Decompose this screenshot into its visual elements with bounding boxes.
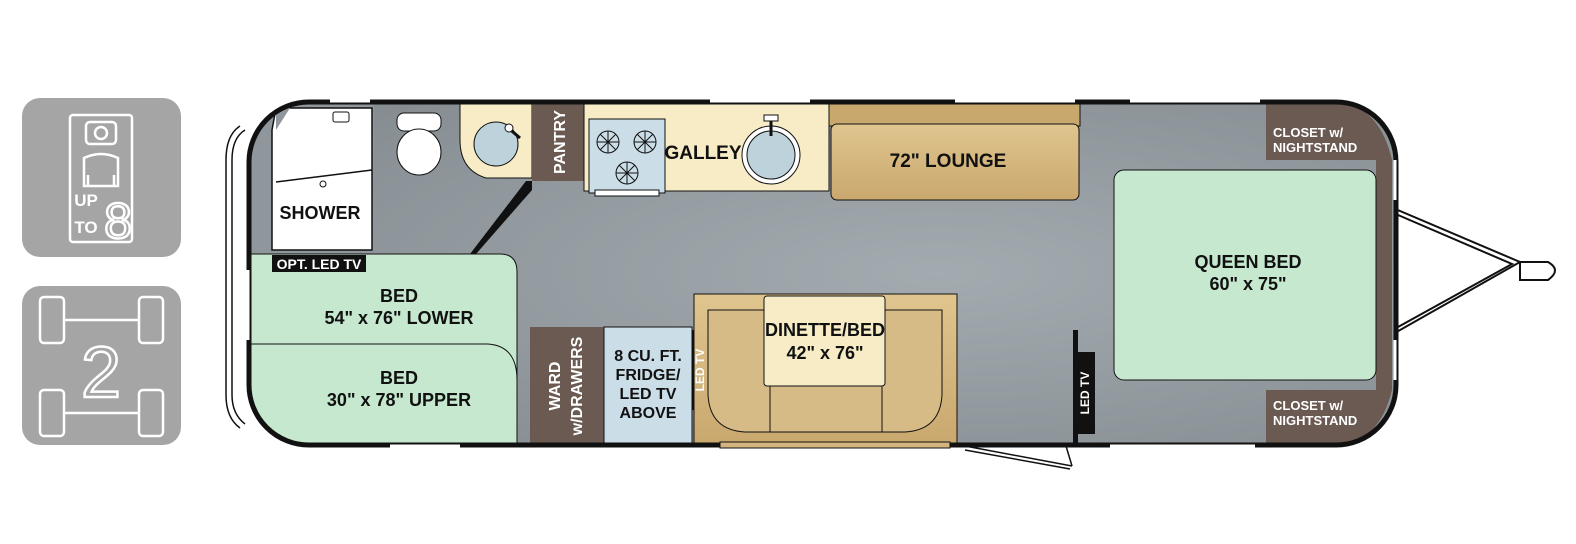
- ward-label-1: WARD: [547, 362, 564, 411]
- lounge: [830, 123, 1080, 201]
- fridge: [603, 326, 693, 445]
- pantry: [532, 102, 584, 181]
- wardrobe: [530, 327, 604, 445]
- closet-top-label-1: CLOSET w/: [1273, 125, 1343, 140]
- cooktop-icon: [588, 118, 666, 197]
- dinette-size: 42" x 76": [786, 343, 863, 363]
- closet-bottom: [1266, 390, 1392, 445]
- galley-label: GALLEY: [664, 143, 741, 164]
- pantry-label: PANTRY: [552, 110, 569, 174]
- queen-bed: [1113, 169, 1377, 381]
- windows: [246, 99, 1397, 448]
- trailer-interior: [249, 102, 1396, 445]
- entry-door: [964, 445, 1073, 470]
- galley-sink-icon: [741, 114, 801, 185]
- right-led-tv-label: LED TV: [1078, 372, 1092, 415]
- rear-bumper: [225, 125, 246, 429]
- shower: [271, 107, 373, 251]
- fridge-label-2: FRIDGE/: [616, 367, 681, 384]
- fridge-led-tv-label: LED TV: [693, 349, 707, 392]
- axles-badge: 2: [22, 286, 181, 445]
- bunk-beds: [249, 253, 518, 445]
- axle-icon: [38, 295, 165, 438]
- bath-sink-icon: [473, 121, 521, 167]
- bed-upper-title: BED: [380, 368, 418, 388]
- bed-upper-size: 30" x 78" UPPER: [327, 390, 471, 410]
- queen-bed-size: 60" x 75": [1209, 274, 1286, 294]
- ward-label-2: w/DRAWERS: [569, 336, 586, 436]
- right-led-tv: [1073, 352, 1095, 434]
- hitch-tongue: [1392, 207, 1556, 335]
- sleeps-prefix-to: TO: [74, 218, 97, 237]
- sleeps-badge: UP TO 8: [22, 98, 181, 257]
- opt-led-tv: [272, 255, 366, 272]
- closet-top: [1266, 102, 1392, 160]
- sleeps-prefix-up: UP: [74, 191, 98, 210]
- fridge-label-4: ABOVE: [620, 405, 677, 422]
- fridge-label-3: LED TV: [620, 386, 677, 403]
- dinette-table: [763, 295, 886, 387]
- opt-led-tv-label: OPT. LED TV: [277, 256, 362, 272]
- dinette-title: DINETTE/BED: [765, 320, 885, 340]
- shower-label: SHOWER: [280, 203, 361, 223]
- closet-top-label-2: NIGHTSTAND: [1273, 140, 1357, 155]
- toilet-icon: [396, 112, 442, 176]
- bed-icon: [68, 113, 134, 244]
- closet-bottom-label-1: CLOSET w/: [1273, 398, 1343, 413]
- sleeps-count: 8: [104, 193, 132, 249]
- axles-count: 2: [81, 333, 121, 413]
- lounge-label: 72" LOUNGE: [890, 151, 1007, 172]
- bed-lower-title: BED: [380, 286, 418, 306]
- fridge-label-1: 8 CU. FT.: [614, 348, 682, 365]
- queen-bed-title: QUEEN BED: [1194, 252, 1301, 272]
- closet-bottom-label-2: NIGHTSTAND: [1273, 413, 1357, 428]
- bed-lower-size: 54" x 76" LOWER: [324, 308, 473, 328]
